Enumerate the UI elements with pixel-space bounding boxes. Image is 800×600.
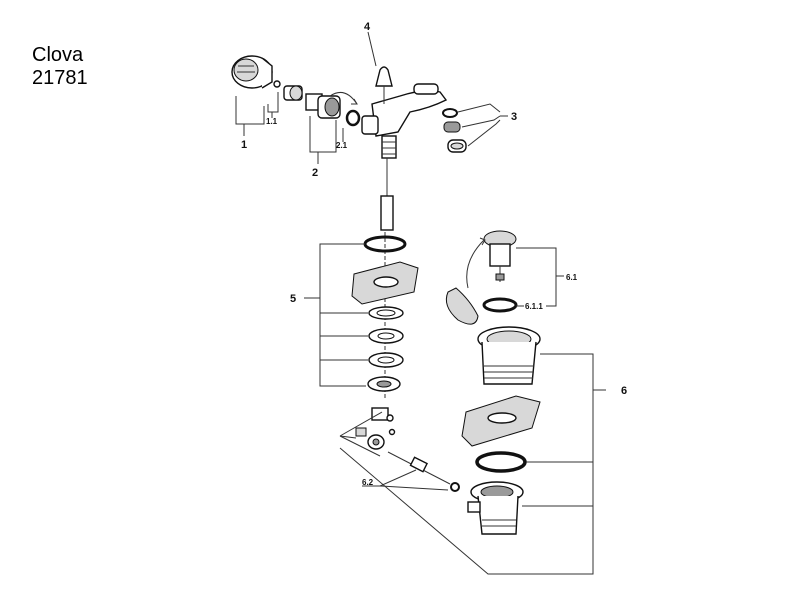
product-number: 21781 <box>32 67 88 89</box>
drain-body[interactable] <box>477 326 541 385</box>
lift-rod-knob[interactable] <box>375 66 393 104</box>
callout-6-1: 6.1 <box>566 273 578 282</box>
callout-1: 1 <box>241 139 247 151</box>
pivot-clip[interactable] <box>371 407 394 422</box>
pivot-nut[interactable] <box>367 434 385 450</box>
callout-3: 3 <box>511 111 517 123</box>
aerator-insert[interactable] <box>443 121 461 133</box>
pivot-small-parts[interactable] <box>355 427 396 437</box>
mounting-nut[interactable] <box>367 376 401 392</box>
callout-6: 6 <box>621 385 627 397</box>
countertop-section-right[interactable] <box>461 395 541 447</box>
aerator-washer[interactable] <box>442 108 458 118</box>
mounting-washer-2[interactable] <box>368 328 404 344</box>
lift-rod[interactable] <box>380 158 394 231</box>
mounting-washer-1[interactable] <box>368 306 404 320</box>
product-title-block: Clova 21781 <box>32 44 88 90</box>
callout-6-2: 6.2 <box>362 478 374 487</box>
drain-gasket[interactable] <box>475 451 527 473</box>
cartridge-o-ring[interactable] <box>345 109 361 127</box>
pivot-seal[interactable] <box>450 482 460 492</box>
aerator-housing[interactable] <box>447 139 467 153</box>
drain-seal[interactable] <box>482 297 518 313</box>
callout-4: 4 <box>364 21 371 33</box>
handle-insert[interactable] <box>283 85 303 101</box>
drain-flange-alternate[interactable] <box>445 287 479 325</box>
callout-6-1-1: 6.1.1 <box>525 302 543 311</box>
drain-tailpiece[interactable] <box>467 481 524 535</box>
countertop-section-left[interactable] <box>351 261 419 305</box>
spout-body[interactable] <box>361 83 448 159</box>
callout-5: 5 <box>290 293 296 305</box>
handle-knob[interactable] <box>231 55 273 89</box>
callout-1-1: 1.1 <box>266 117 278 126</box>
mounting-washer-3[interactable] <box>368 352 404 368</box>
drain-plug[interactable] <box>483 230 517 282</box>
callout-2-1: 2.1 <box>336 141 348 150</box>
handle-screw[interactable] <box>273 80 281 88</box>
product-name: Clova <box>32 44 84 66</box>
pivot-rod[interactable] <box>387 451 451 485</box>
cartridge[interactable] <box>305 91 358 119</box>
callout-2: 2 <box>312 167 318 179</box>
